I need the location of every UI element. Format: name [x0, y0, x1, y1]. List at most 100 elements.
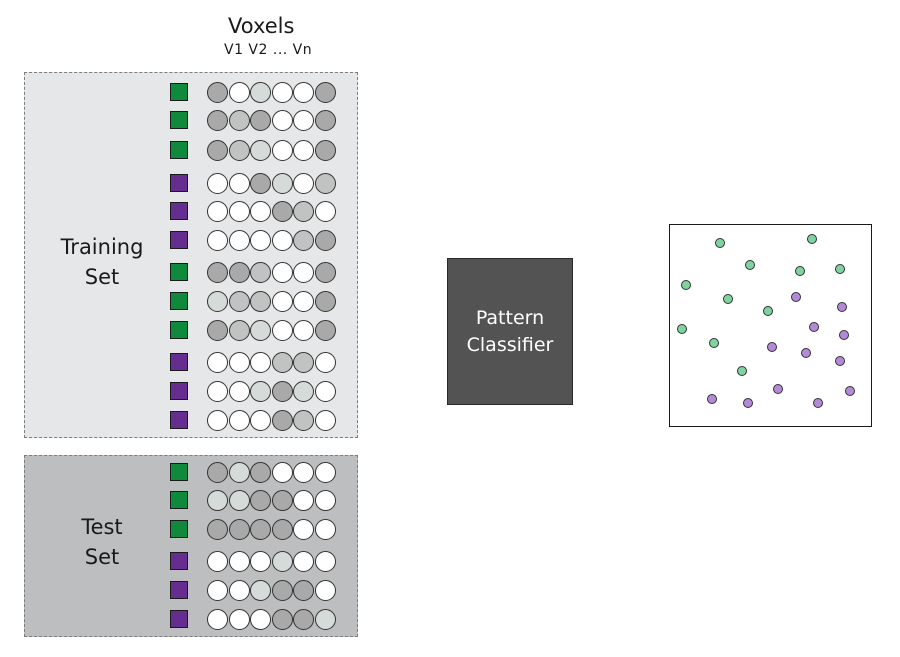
voxel-circle [207, 290, 228, 312]
voxel-circle [271, 81, 293, 103]
voxel-circle [250, 579, 271, 601]
voxel-circle [228, 461, 250, 483]
training-set-label: Training Set [60, 235, 144, 289]
voxel-circle [271, 518, 293, 540]
purple-class-marker [170, 202, 188, 220]
purple-scatter-point [813, 398, 823, 408]
voxel-circle [271, 109, 293, 131]
test-row [170, 518, 336, 540]
voxel-circle [250, 229, 271, 251]
voxel-circle [293, 290, 314, 312]
voxel-circle [293, 489, 314, 511]
training-row [170, 200, 336, 222]
voxel-circle [207, 172, 228, 194]
voxels-title: Voxels [228, 14, 295, 38]
green-scatter-point [795, 266, 805, 276]
voxel-circle [250, 461, 271, 483]
voxel-circle [207, 109, 228, 131]
voxel-circle [314, 608, 336, 630]
voxel-circle [207, 579, 228, 601]
voxel-circle [228, 229, 250, 251]
voxel-circle [250, 139, 271, 161]
green-class-marker [170, 491, 188, 509]
voxel-circle [314, 229, 336, 251]
voxel-circle [271, 579, 293, 601]
voxel-circle [207, 518, 228, 540]
voxel-circle [314, 550, 336, 572]
voxel-circle [250, 200, 271, 222]
voxel-circle [271, 290, 293, 312]
voxel-circle [271, 229, 293, 251]
green-scatter-point [681, 280, 691, 290]
voxel-circle [228, 409, 250, 431]
voxel-circle [271, 409, 293, 431]
green-scatter-point [807, 234, 817, 244]
green-class-marker [170, 463, 188, 481]
voxel-circle [271, 172, 293, 194]
purple-scatter-point [837, 302, 847, 312]
test-row [170, 461, 336, 483]
green-class-marker [170, 111, 188, 129]
voxel-circle [250, 351, 271, 373]
test-row [170, 608, 336, 630]
training-row [170, 229, 336, 251]
voxel-circle [314, 109, 336, 131]
voxel-circle [228, 319, 250, 341]
training-row [170, 290, 336, 312]
green-scatter-point [715, 238, 725, 248]
voxel-circle [314, 409, 336, 431]
voxel-circle [293, 81, 314, 103]
purple-class-marker [170, 353, 188, 371]
voxel-circle [314, 489, 336, 511]
training-row [170, 81, 336, 103]
voxel-circle [314, 461, 336, 483]
voxel-circle [250, 380, 271, 402]
voxel-circle [207, 550, 228, 572]
voxel-circle [271, 261, 293, 283]
purple-scatter-point [773, 384, 783, 394]
voxel-circle [293, 550, 314, 572]
training-row [170, 380, 336, 402]
voxel-circle [314, 380, 336, 402]
voxel-circle [293, 109, 314, 131]
green-class-marker [170, 83, 188, 101]
voxel-index-labels: V1 V2 ... Vn [224, 42, 313, 58]
purple-scatter-point [791, 292, 801, 302]
test-row [170, 579, 336, 601]
voxel-circle [207, 81, 228, 103]
voxel-circle [293, 579, 314, 601]
voxel-circle [250, 109, 271, 131]
voxel-circle [314, 200, 336, 222]
voxel-circle [271, 380, 293, 402]
voxel-circle [314, 351, 336, 373]
test-row [170, 489, 336, 511]
voxel-circle [250, 81, 271, 103]
voxel-circle [207, 139, 228, 161]
purple-scatter-point [839, 330, 849, 340]
training-row [170, 172, 336, 194]
voxel-circle [207, 229, 228, 251]
green-scatter-point [745, 260, 755, 270]
voxel-circle [250, 518, 271, 540]
purple-class-marker [170, 581, 188, 599]
green-class-marker [170, 141, 188, 159]
training-row [170, 319, 336, 341]
voxel-circle [207, 409, 228, 431]
purple-class-marker [170, 411, 188, 429]
voxel-circle [293, 409, 314, 431]
voxel-circle [293, 229, 314, 251]
test-set-box [24, 455, 358, 637]
voxel-circle [271, 461, 293, 483]
voxel-circle [207, 319, 228, 341]
voxel-circle [207, 380, 228, 402]
green-scatter-point [763, 306, 773, 316]
voxel-circle [293, 200, 314, 222]
green-class-marker [170, 263, 188, 281]
purple-scatter-point [707, 394, 717, 404]
training-set-box [24, 72, 358, 438]
pattern-classifier-label: Pattern Classifier [466, 306, 554, 356]
purple-scatter-point [801, 348, 811, 358]
voxel-circle [314, 172, 336, 194]
voxel-circle [228, 518, 250, 540]
voxel-circle [228, 290, 250, 312]
